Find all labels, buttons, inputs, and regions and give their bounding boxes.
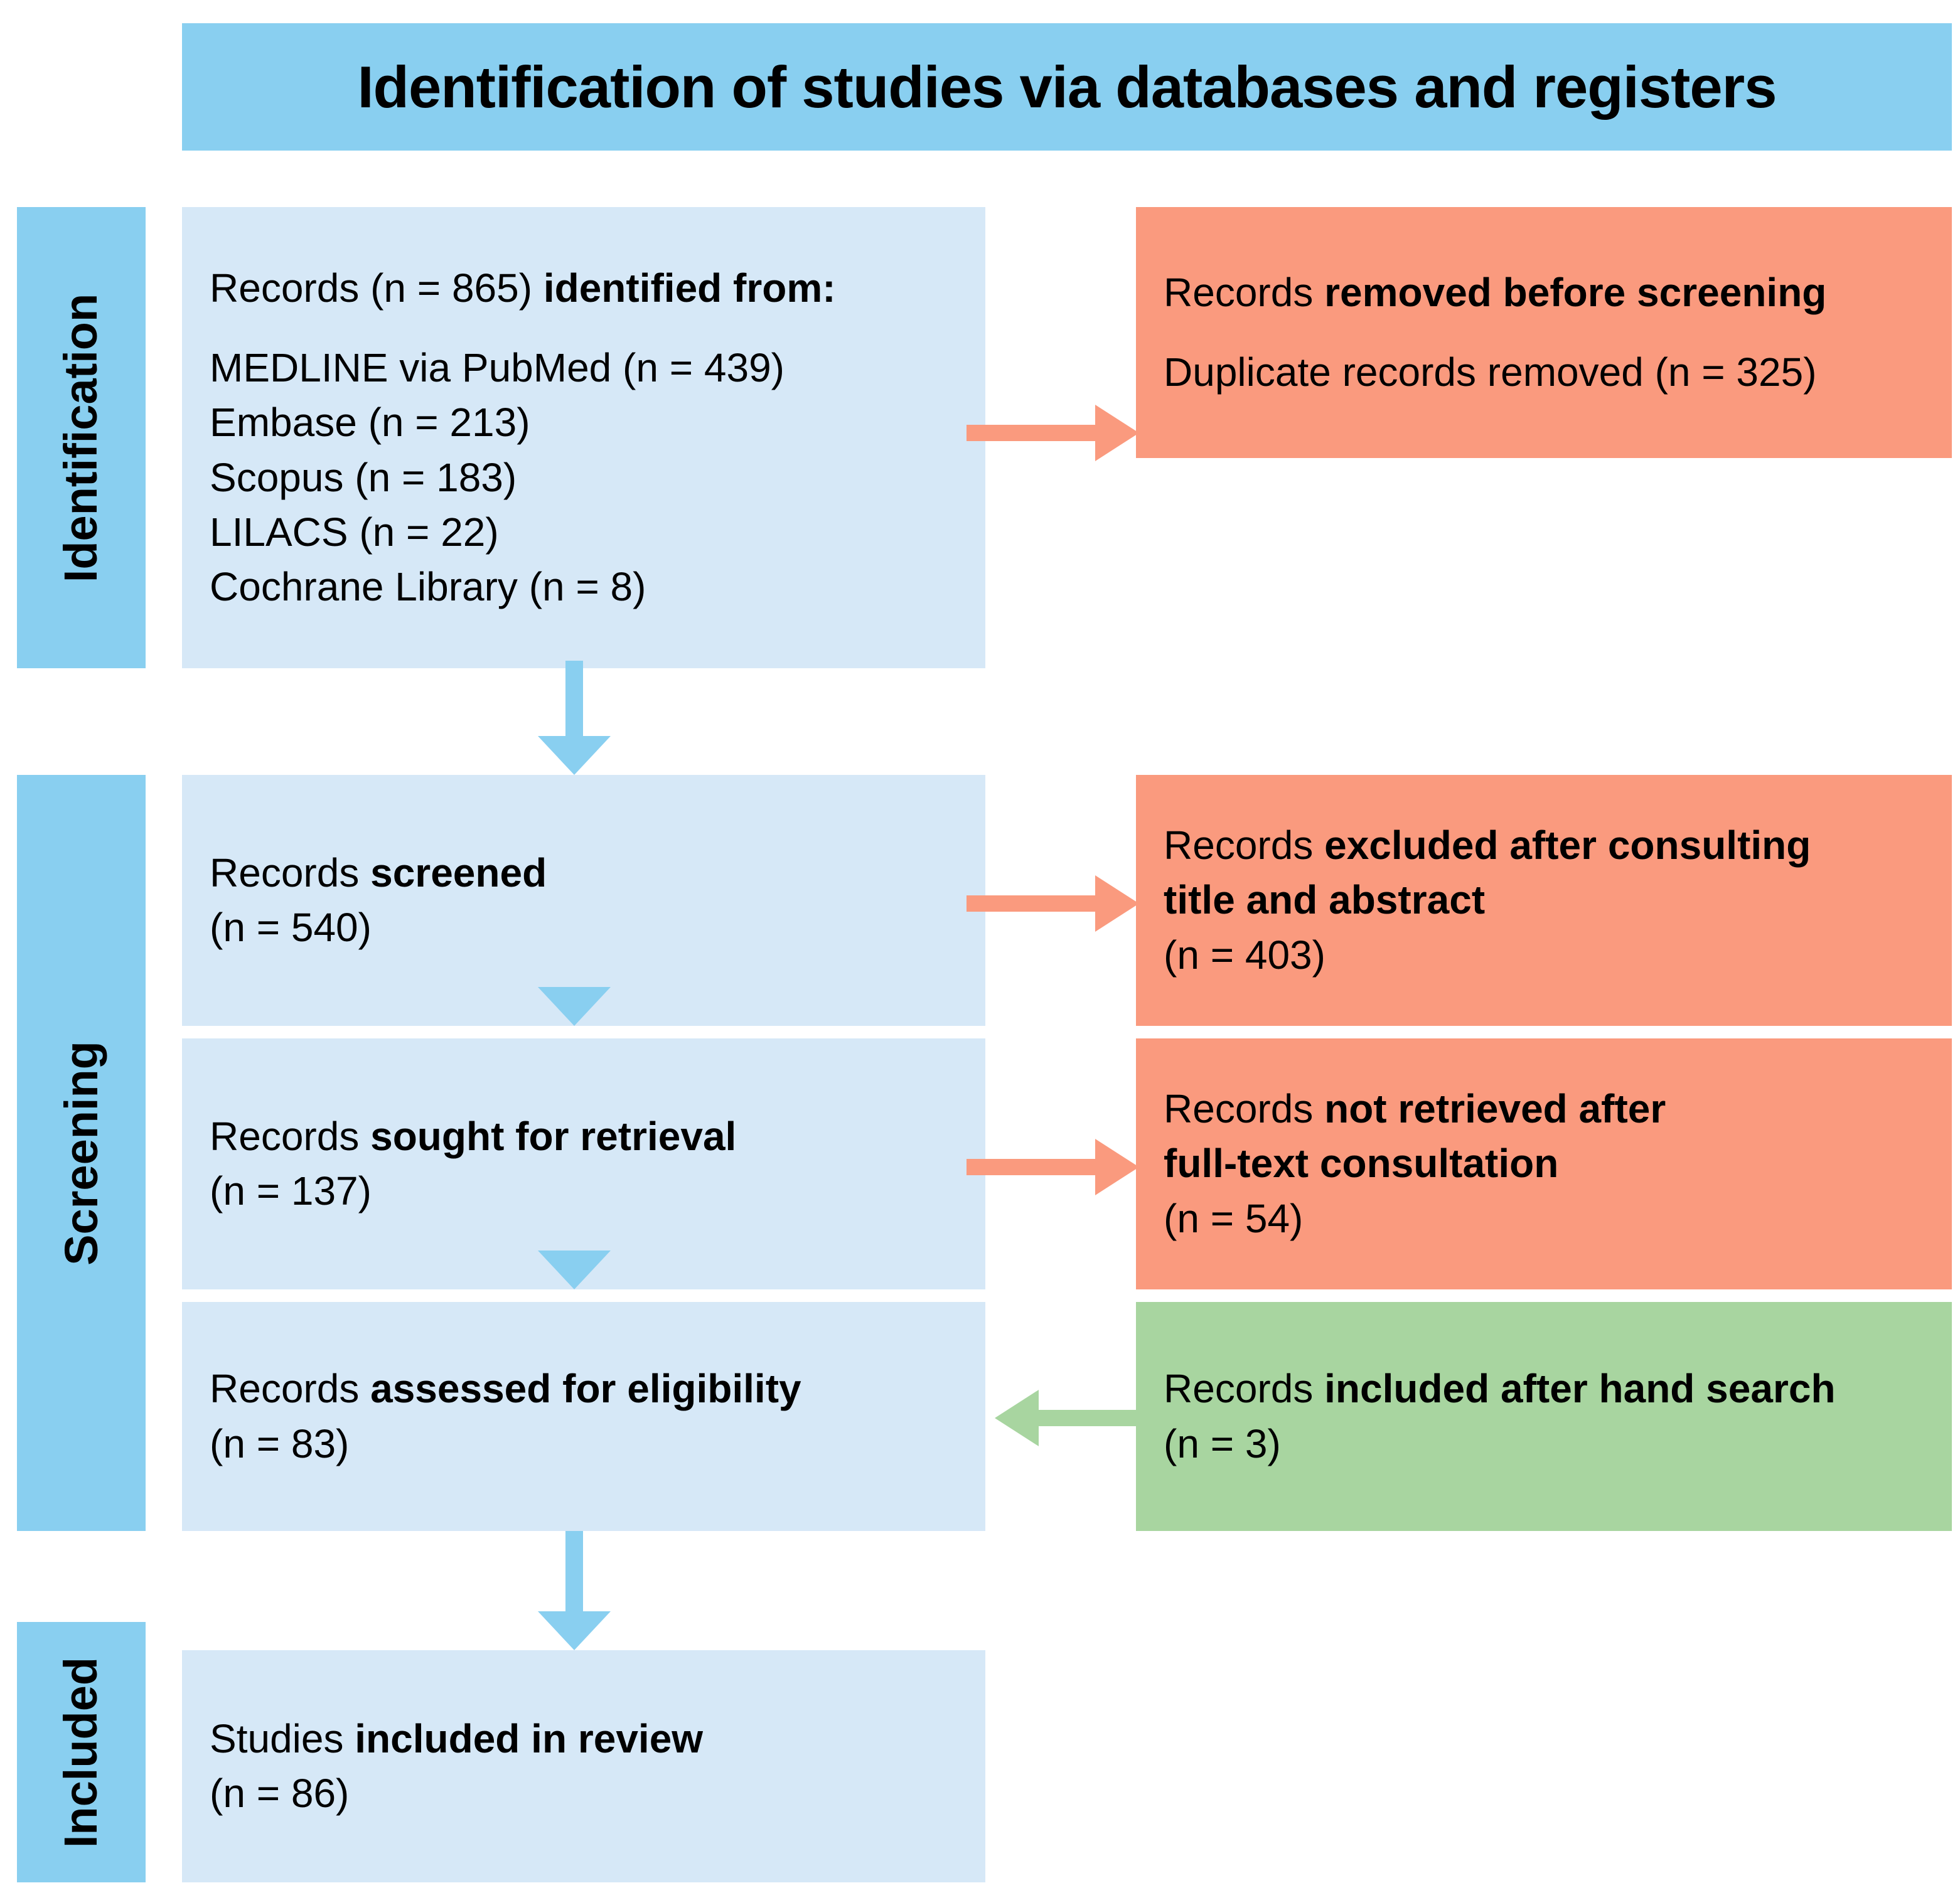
arrow-identified-to-screened xyxy=(538,661,611,775)
arrow-head-left-icon xyxy=(995,1390,1039,1446)
arrow-head-right-icon xyxy=(1095,1139,1139,1195)
records-hand-search-heading: Records included after hand search xyxy=(1164,1363,1924,1415)
records-sought-count: (n = 137) xyxy=(210,1168,372,1213)
records-screened-lead: Records xyxy=(210,850,371,895)
source-embase: Embase (n = 213) xyxy=(210,400,530,445)
records-hand-search-count: (n = 3) xyxy=(1164,1421,1281,1466)
records-assessed-lead: Records xyxy=(210,1366,371,1412)
records-hand-search-lead: Records xyxy=(1164,1366,1325,1412)
node-studies-included: Studies included in review (n = 86) xyxy=(182,1650,985,1882)
records-excluded-count: (n = 403) xyxy=(1164,932,1325,978)
node-records-hand-search: Records included after hand search (n = … xyxy=(1136,1302,1952,1531)
studies-included-heading: Studies included in review xyxy=(210,1713,958,1765)
node-records-assessed: Records assessed for eligibility (n = 83… xyxy=(182,1302,985,1531)
studies-included-count: (n = 86) xyxy=(210,1771,350,1816)
arrow-head-right-icon xyxy=(1095,405,1139,461)
records-identified-heading: Records (n = 865) identified from: xyxy=(210,262,958,314)
studies-included-lead: Studies xyxy=(210,1715,355,1761)
records-removed-lead-bold: removed before screening xyxy=(1324,269,1827,315)
stage-band-identification: Identification xyxy=(17,207,146,668)
source-lilacs: LILACS (n = 22) xyxy=(210,509,499,555)
source-medline: MEDLINE via PubMed (n = 439) xyxy=(210,345,785,391)
source-scopus: Scopus (n = 183) xyxy=(210,454,517,500)
node-records-sought: Records sought for retrieval (n = 137) xyxy=(182,1038,985,1289)
records-identified-lead: Records (n = 865) xyxy=(210,265,544,311)
arrow-screened-to-sought xyxy=(538,987,611,1026)
records-sought-lead-bold: sought for retrieval xyxy=(370,1113,737,1159)
records-assessed-lead-bold: assessed for eligibility xyxy=(370,1366,801,1412)
records-assessed-heading: Records assessed for eligibility xyxy=(210,1363,958,1415)
records-screened-heading: Records screened xyxy=(210,847,958,899)
records-excluded-lead-bold: excluded after consulting xyxy=(1324,823,1811,868)
records-not-retrieved-line2-bold: full-text consultation xyxy=(1164,1141,1559,1187)
records-identified-lead-bold: identified from: xyxy=(543,265,836,311)
arrow-shaft xyxy=(565,1531,583,1611)
source-cochrane: Cochrane Library (n = 8) xyxy=(210,563,646,609)
records-removed-heading: Records removed before screening xyxy=(1164,267,1924,319)
arrow-shaft xyxy=(967,425,1104,441)
records-sought-heading: Records sought for retrieval xyxy=(210,1111,958,1163)
stage-label-identification: Identification xyxy=(55,293,107,582)
arrow-shaft xyxy=(565,661,583,736)
arrow-head-right-icon xyxy=(1095,875,1139,932)
studies-included-lead-bold: included in review xyxy=(355,1715,704,1761)
arrow-sought-to-assessed xyxy=(538,1251,611,1289)
records-not-retrieved-line2: full-text consultation xyxy=(1164,1138,1924,1190)
arrow-assessed-to-included xyxy=(538,1531,611,1650)
stage-band-included: Included xyxy=(17,1622,146,1882)
duplicate-records-removed: Duplicate records removed (n = 325) xyxy=(1164,349,1817,395)
arrow-screened-to-excluded xyxy=(967,875,1139,932)
node-records-identified: Records (n = 865) identified from: MEDLI… xyxy=(182,207,985,668)
stage-band-screening: Screening xyxy=(17,775,146,1531)
arrow-sought-to-not-retrieved xyxy=(967,1139,1139,1195)
arrow-shaft xyxy=(967,895,1104,912)
node-records-not-retrieved: Records not retrieved after full-text co… xyxy=(1136,1038,1952,1289)
records-not-retrieved-lead: Records xyxy=(1164,1086,1325,1132)
records-assessed-count: (n = 83) xyxy=(210,1421,350,1466)
records-not-retrieved-lead-bold: not retrieved after xyxy=(1324,1086,1666,1132)
records-hand-search-lead-bold: included after hand search xyxy=(1324,1366,1836,1412)
stage-label-included: Included xyxy=(55,1656,107,1848)
arrow-shaft xyxy=(967,1159,1104,1175)
records-not-retrieved-count: (n = 54) xyxy=(1164,1195,1304,1241)
arrow-shaft xyxy=(1030,1410,1139,1426)
records-screened-lead-bold: screened xyxy=(370,850,547,895)
records-excluded-lead: Records xyxy=(1164,823,1325,868)
records-removed-lead: Records xyxy=(1164,269,1325,315)
node-records-excluded: Records excluded after consulting title … xyxy=(1136,775,1952,1026)
records-screened-count: (n = 540) xyxy=(210,905,372,950)
records-excluded-heading: Records excluded after consulting xyxy=(1164,819,1924,872)
arrow-identified-to-removed xyxy=(967,405,1139,461)
records-sought-lead: Records xyxy=(210,1113,371,1159)
arrow-head-down-icon xyxy=(538,1611,611,1650)
records-excluded-line2: title and abstract xyxy=(1164,874,1924,926)
node-records-removed: Records removed before screening Duplica… xyxy=(1136,207,1952,458)
stage-label-screening: Screening xyxy=(55,1040,107,1266)
page-title: Identification of studies via databases … xyxy=(357,53,1777,120)
diagram-header-bar: Identification of studies via databases … xyxy=(182,23,1952,151)
records-excluded-line2-bold: title and abstract xyxy=(1164,877,1486,923)
arrow-hand-search-to-assessed xyxy=(995,1390,1139,1446)
records-not-retrieved-heading: Records not retrieved after xyxy=(1164,1083,1924,1135)
arrow-head-down-icon xyxy=(538,736,611,775)
node-records-screened: Records screened (n = 540) xyxy=(182,775,985,1026)
